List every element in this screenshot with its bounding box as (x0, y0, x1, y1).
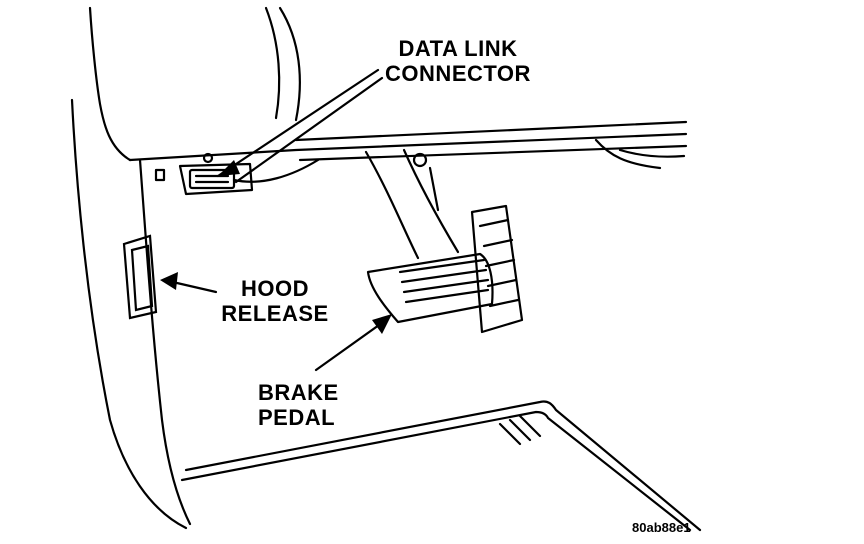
steering-column-curve-inner (264, 6, 281, 120)
floor-pan-shading (498, 414, 542, 446)
leader-line-dlc (216, 68, 380, 178)
hood-release-label: HOOD RELEASE (210, 276, 340, 326)
arrowhead-hood (160, 272, 178, 290)
dash-lower-edge-2 (294, 120, 688, 142)
arrowhead-dlc (218, 160, 240, 176)
figure-code: 80ab88e1 (632, 520, 691, 535)
arrowhead-brake (372, 314, 392, 334)
connector-bracket (178, 162, 254, 196)
hood-release-lever (122, 234, 158, 320)
dash-detail-right-2 (618, 148, 686, 158)
accelerator-pedal (470, 204, 524, 334)
brake-pedal-pivot (412, 152, 428, 168)
floor-pan-outline (184, 400, 702, 532)
brake-pedal-arm-inner (428, 166, 440, 212)
dash-trim-line (298, 144, 688, 162)
leader-line-brake (314, 318, 388, 372)
hood-release-lever-inner (130, 244, 154, 312)
dash-detail-right (594, 138, 662, 170)
label-line: CONNECTOR (385, 61, 531, 86)
connector-screw (202, 152, 214, 164)
steering-column-curve (278, 6, 301, 122)
label-line: RELEASE (221, 301, 329, 326)
brake-pedal-arm-left (364, 150, 420, 260)
data-link-connector-pins (194, 174, 230, 184)
label-line: HOOD (241, 276, 309, 301)
data-link-connector-label: DATA LINK CONNECTOR (358, 36, 558, 86)
leader-line-dlc-2 (234, 76, 384, 184)
brake-pedal-pad-ribs (398, 258, 490, 304)
label-line: DATA LINK (398, 36, 518, 61)
brake-pedal-arm-right (402, 148, 460, 254)
accelerator-pedal-ribs (478, 218, 520, 308)
label-line: PEDAL (258, 405, 336, 430)
connector-harness (232, 158, 320, 183)
kick-panel-edge (138, 158, 192, 526)
floor-pan-inner (180, 410, 692, 532)
brake-pedal-label: BRAKE PEDAL (258, 380, 378, 430)
brake-pedal-pad (366, 252, 494, 324)
label-line: BRAKE (258, 380, 339, 405)
a-pillar-inner-line (70, 98, 188, 530)
dash-lower-edge (128, 132, 688, 162)
connector-tab (154, 168, 166, 182)
a-pillar-outline (88, 6, 132, 162)
